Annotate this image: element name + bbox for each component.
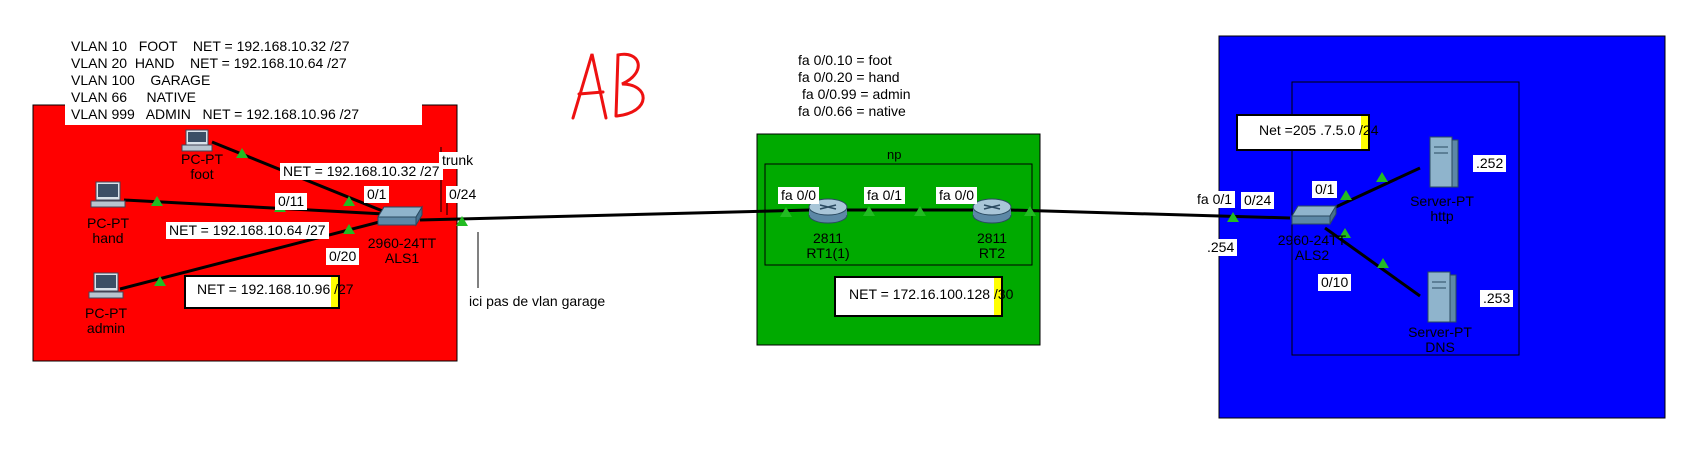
subinterface-line: fa 0/0.99 = admin [802,86,911,102]
handwritten-ab-mark [571,52,645,120]
link-hand-als1 [123,198,386,216]
router-rt1-caption: 2811 RT1(1) [798,231,858,261]
device-name: RT1(1) [806,245,850,261]
ip-label-252: .252 [1473,155,1507,172]
link-admin-als1 [119,218,388,291]
port-label-0-11: 0/11 [275,193,308,210]
device-type: Server-PT [1408,324,1472,340]
switch-als2-icon[interactable] [1291,204,1337,226]
net-hand-label: NET = 192.168.10.64 /27 [166,222,329,239]
ip-label-253: .253 [1480,290,1514,307]
device-type: 2960-24TT [367,235,437,251]
device-type: PC-PT [85,305,127,321]
server-dns-icon[interactable] [1427,271,1457,323]
zone-right-server-area [1218,35,1666,419]
link-als2-http [1324,166,1421,214]
link-als2-dns [1324,226,1421,298]
pc-foot-icon[interactable] [181,129,213,152]
net-wan-box [834,276,1003,317]
device-name: ALS1 [384,250,420,266]
device-type: 2811 [812,230,844,246]
rt2-port-fa00: fa 0/0 [936,187,978,204]
rt1-port-fa00: fa 0/0 [778,187,820,204]
vlan-line: VLAN 10 FOOT NET = 192.168.10.32 /27 [71,38,350,54]
vlan-line: VLAN 100 GARAGE [71,72,211,88]
device-name: hand [92,230,124,246]
net-server-label: Net =205 .7.5.0 /24 [1259,122,1379,138]
device-type: PC-PT [87,215,129,231]
device-type: 2960-24TT [1277,232,1347,248]
port-label-0-24-als2: 0/24 [1241,192,1275,209]
net-admin-label: NET = 192.168.10.96 /27 [197,281,354,297]
device-name: http [1430,208,1454,224]
device-type: 2811 [976,230,1008,246]
vlan-line: VLAN 999 ADMIN NET = 192.168.10.96 /27 [71,106,360,122]
rt2-port-fa01: fa 0/1 [1194,191,1236,208]
device-type: Server-PT [1410,193,1474,209]
link-als1-rt1 [419,208,811,222]
switch-als2-caption: 2960-24TT ALS2 [1272,233,1352,263]
rt1-port-fa01: fa 0/1 [864,187,906,204]
switch-als1-icon[interactable] [377,205,423,227]
link-rt2-als2 [1009,208,1291,220]
pc-admin-caption: PC-PT admin [76,306,136,336]
port-label-0-10: 0/10 [1318,274,1352,291]
router-rt2-icon[interactable] [972,198,1012,224]
net-foot-label: NET = 192.168.10.32 /27 [280,163,443,180]
port-label-0-20: 0/20 [326,248,360,265]
subinterface-line: fa 0/0.20 = hand [798,69,900,85]
subinterface-list: fa 0/0.10 = foot fa 0/0.20 = hand fa 0/0… [792,50,924,122]
port-label-0-24-als1: 0/24 [446,186,480,203]
ip-label-254: .254 [1204,239,1238,256]
net-wan-label: NET = 172.16.100.128 /30 [849,286,1014,302]
subinterface-line: fa 0/0.66 = native [798,103,906,119]
garage-note: ici pas de vlan garage [466,293,609,310]
device-type: PC-PT [181,151,223,167]
device-name: ALS2 [1294,247,1330,263]
device-name: RT2 [978,245,1006,261]
device-name: DNS [1425,339,1455,355]
pc-admin-icon[interactable] [88,272,124,299]
pc-hand-icon[interactable] [90,181,126,208]
pc-hand-caption: PC-PT hand [78,216,138,246]
server-dns-caption: Server-PT DNS [1400,325,1480,355]
switch-als1-caption: 2960-24TT ALS1 [362,236,442,266]
server-http-icon[interactable] [1429,136,1459,188]
vlan-line: VLAN 66 NATIVE [71,89,197,105]
subinterface-partial-text: np [887,147,902,162]
subinterface-line: fa 0/0.10 = foot [798,52,892,68]
net-server-box [1236,114,1370,151]
links [119,140,1421,298]
vlan-line: VLAN 20 HAND NET = 192.168.10.64 /27 [71,55,347,71]
router-rt2-caption: 2811 RT2 [962,231,1022,261]
device-name: foot [190,166,214,182]
port-label-0-1-als1: 0/1 [364,186,390,203]
device-name: admin [86,320,126,336]
pc-foot-caption: PC-PT foot [172,152,232,182]
net-admin-box [184,275,340,309]
server-http-caption: Server-PT http [1402,194,1482,224]
trunk-label: trunk [439,152,477,169]
port-label-0-1-als2: 0/1 [1312,181,1338,198]
vlan-table: VLAN 10 FOOT NET = 192.168.10.32 /27 VLA… [65,36,422,125]
